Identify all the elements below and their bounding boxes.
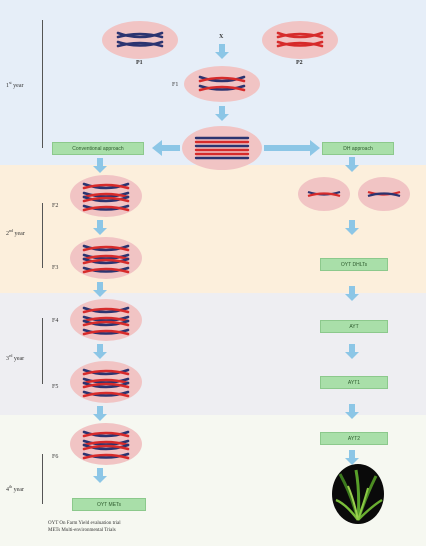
plant-image — [332, 464, 384, 524]
arrow-left-conventional — [152, 140, 180, 156]
year-3-label: 3rd year — [6, 353, 25, 362]
arrow-to-dh-ellipses — [345, 157, 359, 172]
arrow-to-f4 — [93, 282, 107, 297]
footnote-mets: METs Multi-environmental Trials — [48, 528, 116, 533]
p1-ellipse — [102, 21, 178, 59]
arrow-to-plant — [345, 450, 359, 465]
arrow-to-f5 — [93, 344, 107, 359]
year-3-bracket — [42, 318, 47, 384]
arrow-to-ayt — [345, 286, 359, 301]
f6-ellipse — [70, 423, 142, 465]
year-1-label: 1st year — [6, 80, 24, 89]
ayt1-box: AYT1 — [320, 376, 388, 389]
conventional-approach-box: Conventional approach — [52, 142, 144, 155]
arrow-to-f1 — [215, 44, 229, 59]
f1-ellipse — [184, 66, 260, 102]
dh-ellipse-right — [358, 177, 410, 211]
arrow-to-f3 — [93, 220, 107, 235]
f2-ellipse — [70, 175, 142, 217]
f6-label: F6 — [52, 454, 59, 460]
year-2-label: 2nd year — [6, 228, 25, 237]
arrow-right-dh — [264, 140, 320, 156]
f3-label: F3 — [52, 265, 59, 271]
arrow-to-oyt-mets — [93, 468, 107, 483]
footnote-oyt: OYT On Farm Yield evaluation trial — [48, 521, 121, 526]
oyt-mets-box: OYT METs — [72, 498, 146, 511]
f5-label: F5 — [52, 384, 59, 390]
ayt-box: AYT — [320, 320, 388, 333]
arrow-to-oyt-dhlts — [345, 220, 359, 235]
f1-multi-ellipse — [182, 126, 262, 170]
p2-ellipse — [262, 21, 338, 59]
arrow-to-ayt1 — [345, 344, 359, 359]
year-1-bracket — [42, 20, 47, 148]
f1-label: F1 — [172, 82, 179, 88]
p2-label: P2 — [296, 60, 303, 66]
year-2-bracket — [42, 203, 47, 268]
year-4-bracket — [42, 454, 47, 504]
dh-approach-box: DH approach — [322, 142, 394, 155]
arrow-to-ayt2 — [345, 404, 359, 419]
arrow-to-f1-multi — [215, 106, 229, 121]
footnotes: OYT On Farm Yield evaluation trial METs … — [48, 520, 121, 534]
year-4-label: 4th year — [6, 484, 24, 493]
f4-label: F4 — [52, 318, 59, 324]
arrow-to-f6 — [93, 406, 107, 421]
f2-label: F2 — [52, 203, 59, 209]
dh-ellipse-left — [298, 177, 350, 211]
f4-ellipse — [70, 299, 142, 341]
p1-label: P1 — [136, 60, 143, 66]
f5-ellipse — [70, 361, 142, 403]
arrow-to-f2 — [93, 158, 107, 173]
f3-ellipse — [70, 237, 142, 279]
cross-symbol: X — [219, 34, 224, 40]
ayt2-box: AYT2 — [320, 432, 388, 445]
oyt-dhlts-box: OYT DHLTs — [320, 258, 388, 271]
